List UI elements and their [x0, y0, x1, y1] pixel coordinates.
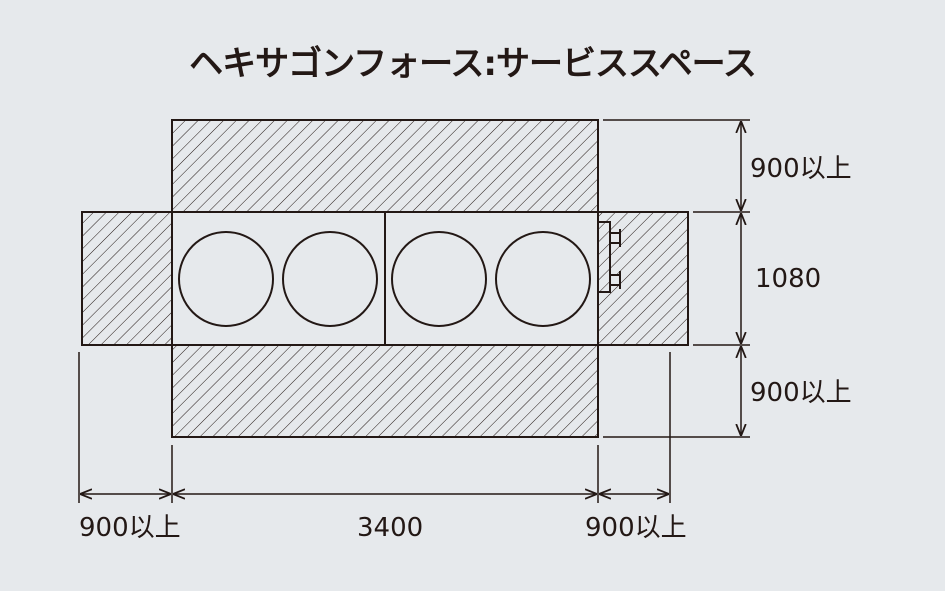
dim-label-left: 900以上	[79, 513, 181, 543]
vertical-dimension	[603, 119, 750, 438]
top-service-area	[171, 119, 599, 213]
horizontal-dimension	[78, 352, 671, 503]
diagram-title: ヘキサゴンフォース:サービススペース	[189, 44, 757, 84]
unit-left	[171, 211, 386, 346]
fan-1	[178, 231, 274, 327]
fan-4	[495, 231, 591, 327]
fan-3	[391, 231, 487, 327]
dim-label-width: 3400	[357, 513, 423, 543]
left-service-area	[81, 211, 173, 346]
dim-label-bottom: 900以上	[750, 378, 852, 408]
unit-right	[384, 211, 599, 346]
pipe-connection	[598, 221, 621, 293]
dim-label-depth: 1080	[755, 264, 821, 294]
fan-2	[282, 231, 378, 327]
dim-label-top: 900以上	[750, 154, 852, 184]
dim-label-right: 900以上	[585, 513, 687, 543]
bottom-service-area	[171, 344, 599, 438]
